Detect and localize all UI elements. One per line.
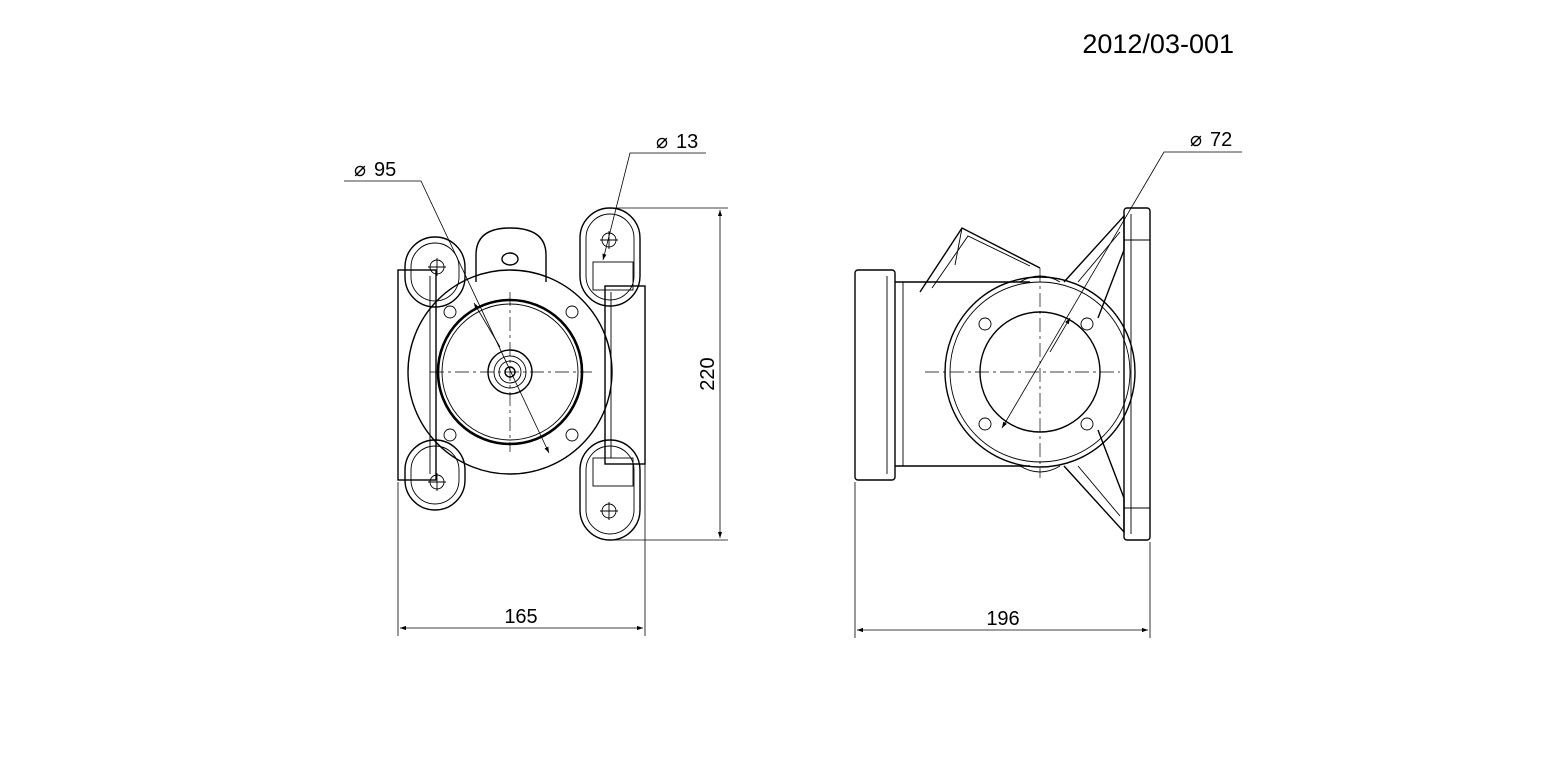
support-ribs bbox=[1063, 214, 1125, 534]
pipe-flange bbox=[854, 269, 896, 481]
width-165-label: 165 bbox=[504, 606, 537, 628]
top-nozzle bbox=[475, 227, 547, 282]
diameter-95-callout: ⌀ 95 bbox=[344, 157, 550, 454]
left-side-block bbox=[397, 269, 437, 481]
side-width-dimension: 196 bbox=[854, 482, 1151, 638]
front-width-dimension: 165 bbox=[397, 464, 646, 636]
housing-flange bbox=[407, 269, 613, 475]
left-mounting-lug-top bbox=[404, 236, 466, 308]
mounting-plate bbox=[1123, 207, 1151, 541]
diameter-95-label: 95 bbox=[374, 159, 396, 181]
side-view: ⌀ 72 196 bbox=[854, 127, 1242, 638]
side-bolt-holes bbox=[978, 317, 1094, 431]
right-mounting-lug-top bbox=[579, 207, 641, 307]
width-196-label: 196 bbox=[986, 608, 1019, 630]
height-220-label: 220 bbox=[697, 357, 719, 390]
left-mounting-lug-bottom bbox=[404, 439, 466, 511]
document-number: 2012/03-001 bbox=[1082, 29, 1234, 59]
front-view: ⌀ 95 ⌀ 13 220 165 bbox=[344, 129, 728, 636]
right-side-block bbox=[604, 285, 646, 465]
flange-bolt-holes bbox=[443, 305, 579, 442]
diameter-13-callout: ⌀ 13 bbox=[602, 129, 706, 261]
diameter-72-callout: ⌀ 72 bbox=[1001, 127, 1242, 429]
pipe-body bbox=[895, 281, 1030, 467]
diameter-symbol: ⌀ bbox=[656, 129, 668, 153]
diameter-symbol: ⌀ bbox=[354, 157, 366, 181]
diameter-72-label: 72 bbox=[1210, 129, 1232, 151]
diameter-symbol: ⌀ bbox=[1190, 127, 1202, 151]
diameter-13-label: 13 bbox=[676, 131, 698, 153]
height-dimension: 220 bbox=[609, 207, 728, 541]
right-mounting-lug-bottom bbox=[579, 439, 641, 541]
inclined-stub bbox=[919, 227, 1041, 293]
